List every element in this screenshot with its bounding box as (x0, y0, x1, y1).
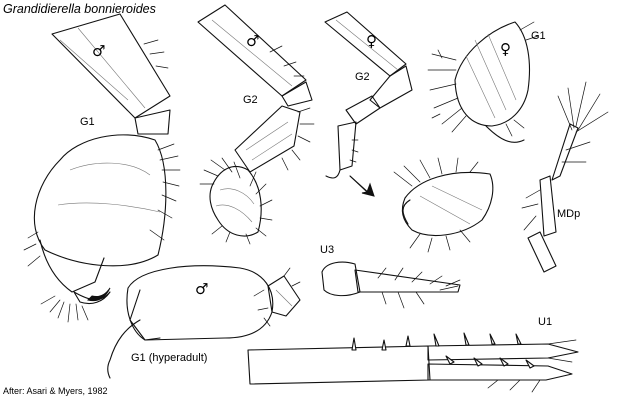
u3-drawing (321, 261, 461, 309)
label-u3: U3 (320, 244, 335, 256)
u3-peduncle (321, 261, 361, 297)
mdp-article-3 (551, 123, 579, 181)
female-symbol-g1: ♀ (500, 40, 511, 58)
label-u1: U1 (538, 316, 553, 328)
hyperadult-carpus (267, 275, 301, 317)
g1-female-drawing (427, 21, 539, 143)
g1-propodus (33, 134, 167, 267)
g1-basis (51, 13, 171, 119)
female-symbol-g2: ♀ (366, 32, 377, 50)
male-symbol-g2: ♂ (246, 32, 260, 50)
label-mdp: MDp (557, 208, 581, 220)
figure-title: Grandidierella bonnieroides (3, 2, 156, 16)
u3-ramus (354, 269, 461, 293)
g1-dactylus (73, 291, 111, 305)
g1-palm-lobe (39, 239, 105, 293)
g2f-basis (324, 11, 407, 77)
label-g1-male: G1 (80, 116, 95, 128)
u3-spines (377, 267, 461, 309)
detail-setae (393, 157, 479, 253)
g2-carpus (234, 105, 301, 173)
detail-propodus (401, 171, 494, 236)
g1-male-drawing (23, 13, 181, 323)
g2-male-drawing (197, 4, 315, 245)
g1f-propodus (454, 21, 531, 127)
mdp-drawing (521, 81, 609, 273)
mdp-article-1 (527, 231, 557, 273)
g2f-carpus (369, 65, 413, 109)
g1-setae (23, 39, 181, 323)
u1-outer-ramus (427, 343, 579, 361)
mdp-article-2 (539, 175, 557, 237)
label-g1-female: G1 (531, 30, 546, 42)
g1f-setae (427, 21, 539, 137)
g2-propodus (209, 166, 262, 237)
u1-peduncle (247, 345, 431, 385)
male-symbol-g1: ♂ (92, 42, 106, 60)
g1-hyperadult-drawing (107, 265, 301, 379)
g1f-dactylus (485, 125, 525, 143)
detail-propodus-drawing (349, 157, 494, 253)
g2f-merus (345, 95, 381, 125)
figure-credit: After: Asari & Myers, 1982 (3, 386, 108, 396)
g2f-dactylus (325, 169, 341, 179)
g2-basis (197, 4, 307, 97)
g2-setae (199, 45, 315, 245)
u1-inner-ramus (427, 363, 573, 381)
u1-spines (351, 332, 577, 393)
g2f-propodus (337, 121, 357, 171)
g2-female-drawing (324, 11, 413, 179)
hyperadult-propodus (126, 265, 274, 341)
hyperadult-dactylus (107, 319, 141, 379)
male-symbol-hyperadult: ♂ (195, 280, 209, 298)
g1-carpus (134, 109, 171, 135)
detail-dactylus (402, 199, 411, 225)
mdp-setae (521, 81, 609, 231)
u1-drawing (247, 332, 579, 393)
label-g2-male: G2 (243, 94, 258, 106)
hyperadult-thumb (129, 289, 161, 341)
g2-merus (281, 81, 313, 107)
label-g2-female: G2 (355, 71, 370, 83)
label-g1-hyperadult: G1 (hyperadult) (131, 352, 208, 364)
